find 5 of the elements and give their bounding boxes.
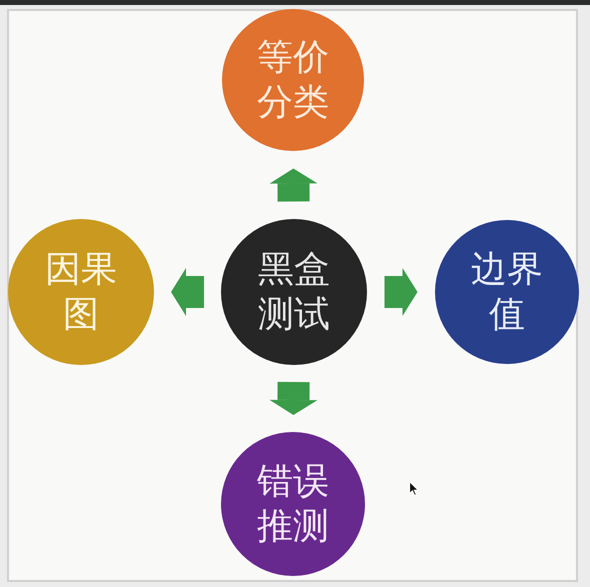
- node-label: 等价分类: [257, 36, 329, 125]
- node-label: 错误推测: [257, 460, 329, 549]
- node-label: 边界值: [471, 248, 543, 337]
- node-label: 黑盒测试: [258, 248, 330, 337]
- node-label: 因果图: [45, 248, 117, 337]
